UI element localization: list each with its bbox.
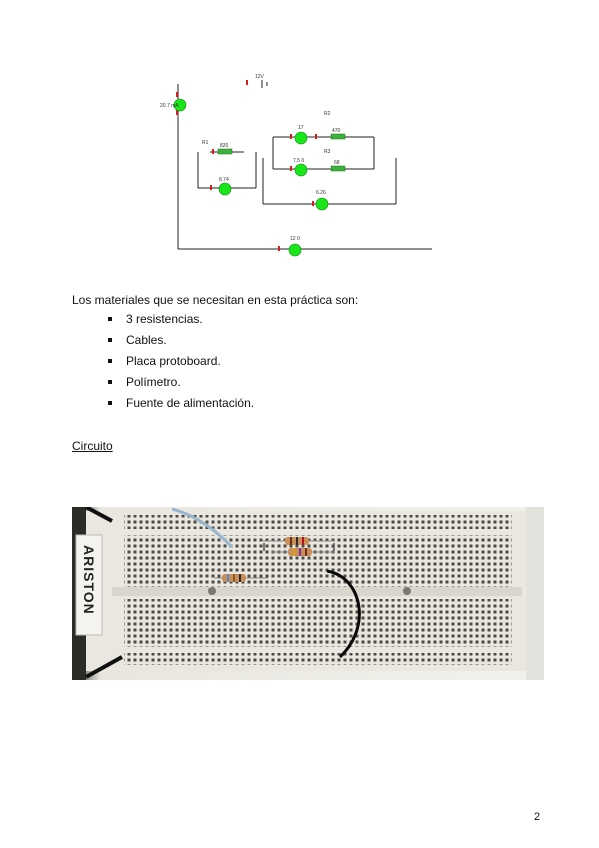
list-item: Placa protoboard.: [108, 354, 254, 375]
meter-5-reading: 6.26: [316, 190, 326, 196]
breadboard-photo: ARISTON: [72, 507, 544, 680]
battery-symbol: 12V: [246, 74, 268, 88]
meter-5: 6.26: [315, 190, 329, 211]
meter-1: 20.7 mA: [160, 98, 187, 112]
meter-3-reading: 7.5 0: [293, 158, 304, 164]
list-item: Cables.: [108, 333, 254, 354]
photo-resistor: [272, 548, 334, 556]
photo-resistor: [214, 574, 268, 582]
meter-4-reading: 8.74: [219, 177, 229, 183]
photo-resistor: [262, 537, 334, 545]
meter-4: 8.74: [218, 177, 232, 196]
resistor-r3-name: R3: [324, 149, 331, 155]
meter-6-reading: 12 0: [290, 236, 300, 242]
resistor-r2: R2 470: [324, 111, 346, 140]
materials-list: 3 resistencias. Cables. Placa protoboard…: [108, 312, 254, 417]
resistor-r3: R3 68: [324, 149, 346, 172]
list-item: Fuente de alimentación.: [108, 396, 254, 417]
resistor-r1: R1 820: [202, 140, 233, 155]
page-number: 2: [534, 811, 541, 823]
supply-label: 12V: [255, 74, 265, 80]
meter-3: 7.5 0: [293, 158, 308, 177]
list-item: 3 resistencias.: [108, 312, 254, 333]
circuit-schematic: 12V R1 820 R2 470 R3 68 20.7 mA 17: [160, 74, 432, 257]
meter-6: 12 0: [288, 236, 302, 257]
materials-intro: Los materiales que se necesitan en esta …: [72, 293, 359, 307]
resistor-r2-name: R2: [324, 111, 331, 117]
meter-2: 17: [294, 125, 308, 145]
meter-2-reading: 17: [298, 125, 304, 131]
meter-1-reading: 20.7 mA: [160, 103, 179, 109]
resistor-r3-value: 68: [334, 160, 340, 166]
list-item: Polímetro.: [108, 375, 254, 396]
brand-label: ARISTON: [81, 545, 97, 615]
resistor-r1-value: 820: [220, 143, 229, 149]
resistor-r1-name: R1: [202, 140, 209, 146]
section-title: Circuito: [72, 439, 113, 453]
resistor-r2-value: 470: [332, 128, 341, 134]
